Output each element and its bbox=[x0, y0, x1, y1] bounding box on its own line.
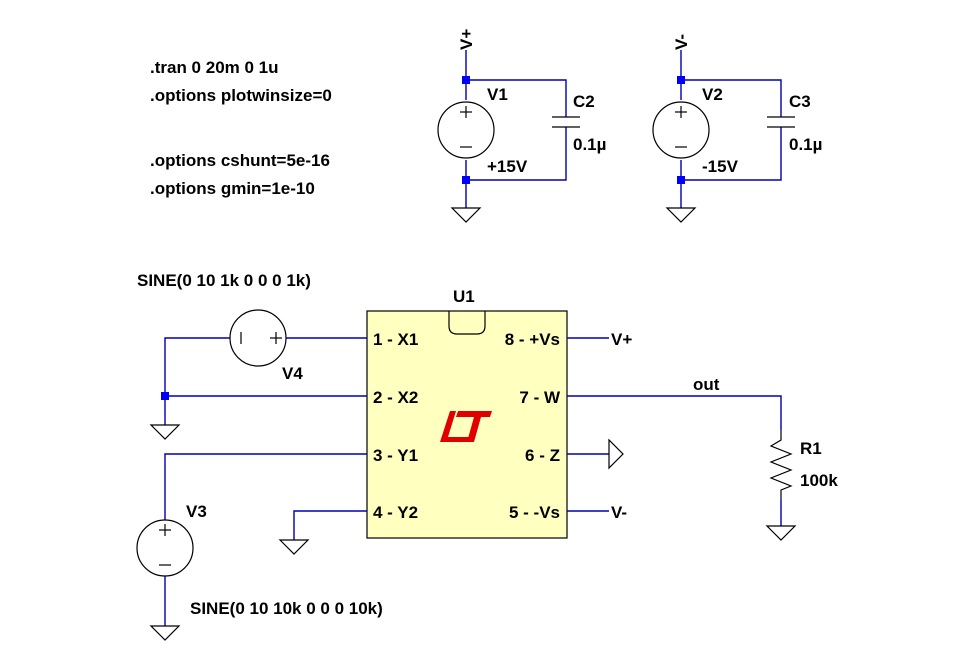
ground-icon bbox=[665, 207, 697, 223]
chip-name[interactable]: U1 bbox=[453, 287, 475, 306]
pin-label-vs-neg: 5 - -Vs bbox=[509, 503, 560, 522]
voltage-source-v2[interactable] bbox=[652, 101, 710, 159]
resistor-zigzag bbox=[769, 430, 793, 500]
net-label-vminus[interactable]: V- bbox=[611, 503, 627, 522]
c2-name[interactable]: C2 bbox=[573, 92, 595, 111]
source-circle bbox=[437, 101, 495, 159]
directive-tran[interactable]: .tran 0 20m 0 1u bbox=[150, 58, 279, 77]
c3-name[interactable]: C3 bbox=[789, 92, 811, 111]
wire-v1-c2-top bbox=[466, 79, 567, 117]
linear-technology-logo-icon bbox=[440, 411, 492, 442]
wire-v4-minus bbox=[164, 337, 230, 425]
c3-value[interactable]: 0.1µ bbox=[789, 135, 822, 154]
voltage-source-v3[interactable] bbox=[136, 519, 194, 577]
voltage-source-v1[interactable] bbox=[437, 101, 495, 159]
junction-dot bbox=[462, 176, 470, 184]
c2-value[interactable]: 0.1µ bbox=[573, 135, 606, 154]
ground-icon bbox=[765, 525, 797, 541]
voltage-source-v4[interactable] bbox=[229, 309, 287, 367]
v3-name[interactable]: V3 bbox=[186, 502, 207, 521]
source-circle bbox=[136, 519, 194, 577]
ground-icon bbox=[149, 625, 181, 641]
v1-name[interactable]: V1 bbox=[487, 85, 508, 104]
resistor-r1[interactable] bbox=[769, 430, 793, 500]
capacitor-c2[interactable] bbox=[552, 116, 580, 128]
junction-dot bbox=[161, 392, 169, 400]
wire-y1-to-v3 bbox=[164, 453, 367, 520]
chip-body bbox=[366, 310, 568, 539]
ground-icon bbox=[450, 207, 482, 223]
ground-icon bbox=[608, 438, 624, 470]
wire-output bbox=[567, 395, 782, 430]
spice-directives: .tran 0 20m 0 1u .options plotwinsize=0 … bbox=[150, 58, 332, 198]
wire-v2-c3-bottom bbox=[681, 127, 782, 181]
v2-name[interactable]: V2 bbox=[702, 85, 723, 104]
junction-dot bbox=[462, 76, 470, 84]
ground-icon bbox=[149, 424, 181, 440]
v4-name[interactable]: V4 bbox=[282, 364, 303, 383]
chip-notch bbox=[448, 311, 486, 335]
pin-label-w: 7 - W bbox=[519, 388, 561, 407]
v2-supply-block: V- V2 -15V C3 0.1µ bbox=[652, 34, 822, 223]
input-wiring: SINE(0 10 1k 0 0 0 1k) V4 V3 SINE(0 10 1… bbox=[136, 271, 383, 641]
capacitor-c3[interactable] bbox=[767, 116, 795, 128]
directive-gmin[interactable]: .options gmin=1e-10 bbox=[150, 179, 315, 198]
v1-supply-block: V+ V1 +15V C2 0.1µ bbox=[437, 29, 606, 223]
junction-dot bbox=[677, 176, 685, 184]
directive-cshunt[interactable]: .options cshunt=5e-16 bbox=[150, 151, 330, 170]
pin-label-y1: 3 - Y1 bbox=[373, 446, 418, 465]
pin-label-z: 6 - Z bbox=[525, 446, 560, 465]
source-circle bbox=[652, 101, 710, 159]
net-label-vplus[interactable]: V+ bbox=[611, 330, 632, 349]
pin-label-vs-pos: 8 - +Vs bbox=[505, 330, 560, 349]
pin-label-y2: 4 - Y2 bbox=[373, 503, 418, 522]
v4-value[interactable]: SINE(0 10 1k 0 0 0 1k) bbox=[137, 271, 311, 290]
v1-value[interactable]: +15V bbox=[487, 157, 528, 176]
junction-dot bbox=[677, 76, 685, 84]
pin-label-x1: 1 - X1 bbox=[373, 330, 418, 349]
wire-v2-c3-top bbox=[681, 79, 782, 117]
net-label-vplus-flag[interactable]: V+ bbox=[457, 29, 476, 50]
multiplier-chip-u1[interactable]: U1 1 - X1 2 - X2 3 - Y1 4 - Y2 8 - +Vs 7… bbox=[366, 287, 568, 539]
output-wiring: V+ out V- R1 100k bbox=[567, 330, 838, 541]
v3-value[interactable]: SINE(0 10 10k 0 0 0 10k) bbox=[190, 599, 383, 618]
wire-y2-ground bbox=[293, 510, 367, 540]
r1-value[interactable]: 100k bbox=[800, 471, 838, 490]
directive-plotwinsize[interactable]: .options plotwinsize=0 bbox=[150, 86, 332, 105]
ground-icon bbox=[278, 539, 310, 555]
pin-label-x2: 2 - X2 bbox=[373, 388, 418, 407]
v2-value[interactable]: -15V bbox=[702, 157, 739, 176]
source-circle bbox=[229, 309, 287, 367]
wire-v1-c2-bottom bbox=[466, 127, 567, 181]
net-label-vminus-flag[interactable]: V- bbox=[672, 34, 691, 50]
r1-name[interactable]: R1 bbox=[800, 439, 822, 458]
net-label-out[interactable]: out bbox=[693, 375, 720, 394]
